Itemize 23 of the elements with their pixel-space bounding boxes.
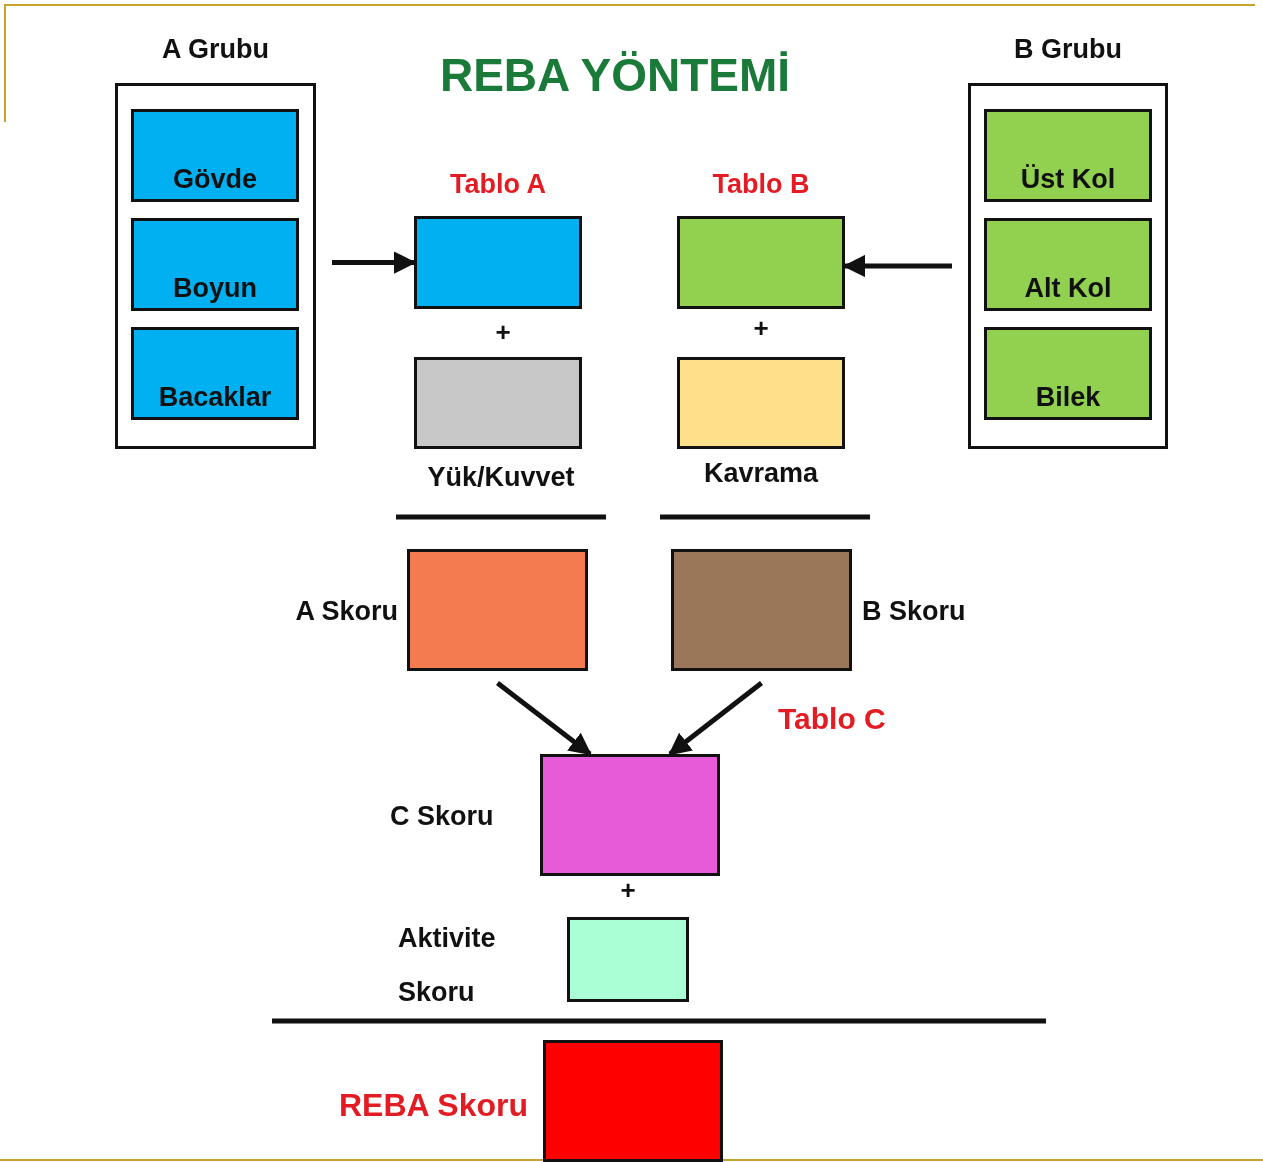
node-label: Bacaklar <box>157 381 273 415</box>
node-label: Bilek <box>1034 381 1102 415</box>
arrow <box>495 681 592 756</box>
node-label: Boyun <box>172 272 258 306</box>
plus-sign: + <box>752 314 770 343</box>
node-label: Tablo B <box>711 168 811 202</box>
node-label: A Skoru <box>294 595 398 629</box>
arrow <box>668 681 764 756</box>
plus-sign: + <box>494 318 512 347</box>
plus-sign: + <box>619 876 637 905</box>
node-label: Üst Kol <box>1019 163 1117 197</box>
node-label: Gövde <box>172 163 258 197</box>
node-label: Kavrama <box>702 457 820 491</box>
node-label: Tablo A <box>449 168 547 202</box>
node-label: B Skoru <box>862 595 967 629</box>
title: REBA YÖNTEMİ <box>438 48 792 102</box>
node-label: Alt Kol <box>1023 272 1113 306</box>
node-label: REBA Skoru <box>337 1086 528 1126</box>
node-label: A Grubu <box>161 33 270 67</box>
node-label: C Skoru <box>390 800 495 834</box>
node-label: Aktivite Skoru <box>398 922 497 1009</box>
node-label: B Grubu <box>1013 33 1123 67</box>
node-label: Yük/Kuvvet <box>426 461 576 495</box>
